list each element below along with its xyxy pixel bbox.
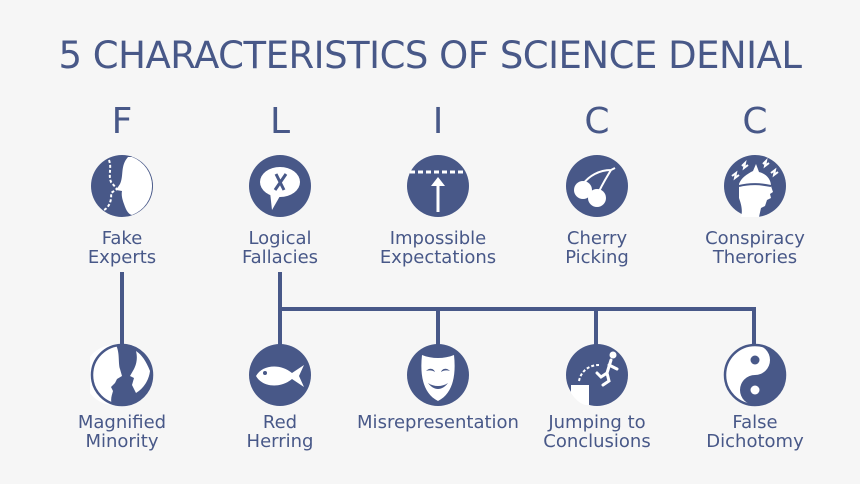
jumping-person-icon	[565, 343, 629, 407]
label-impossible-expectations: Impossible Expectations	[379, 228, 497, 268]
label-fake-experts: Fake Experts	[87, 228, 157, 268]
letter-c2: C	[742, 101, 768, 142]
two-faces-icon	[90, 343, 154, 407]
letter-c1: C	[584, 101, 610, 142]
label-cherry-picking: Cherry Picking	[565, 228, 629, 268]
label-jumping-to-conclusions: Jumping to Conclusions	[543, 412, 651, 452]
head-lightning-icon	[723, 154, 787, 218]
speech-bubble-x-icon	[248, 154, 312, 218]
letter-f: F	[111, 101, 133, 142]
letter-i: I	[432, 101, 444, 142]
mask-icon	[406, 343, 470, 407]
label-conspiracy-theories: Conspiracy Therories	[705, 228, 805, 268]
face-profile-dashed-icon	[90, 154, 154, 218]
yin-yang-icon	[723, 343, 787, 407]
letter-l: L	[269, 101, 291, 142]
fish-icon	[248, 343, 312, 407]
arrow-to-dashed-line-icon	[406, 154, 470, 218]
page-title: 5 CHARACTERISTICS OF SCIENCE DENIAL	[58, 34, 802, 77]
label-false-dichotomy: False Dichotomy	[706, 412, 804, 452]
label-magnified-minority: Magnified Minority	[77, 412, 167, 452]
cherries-icon	[565, 154, 629, 218]
label-misrepresentation: Misrepresentation	[357, 412, 519, 433]
label-red-herring: Red Herring	[246, 412, 314, 452]
label-logical-fallacies: Logical Fallacies	[241, 228, 319, 268]
